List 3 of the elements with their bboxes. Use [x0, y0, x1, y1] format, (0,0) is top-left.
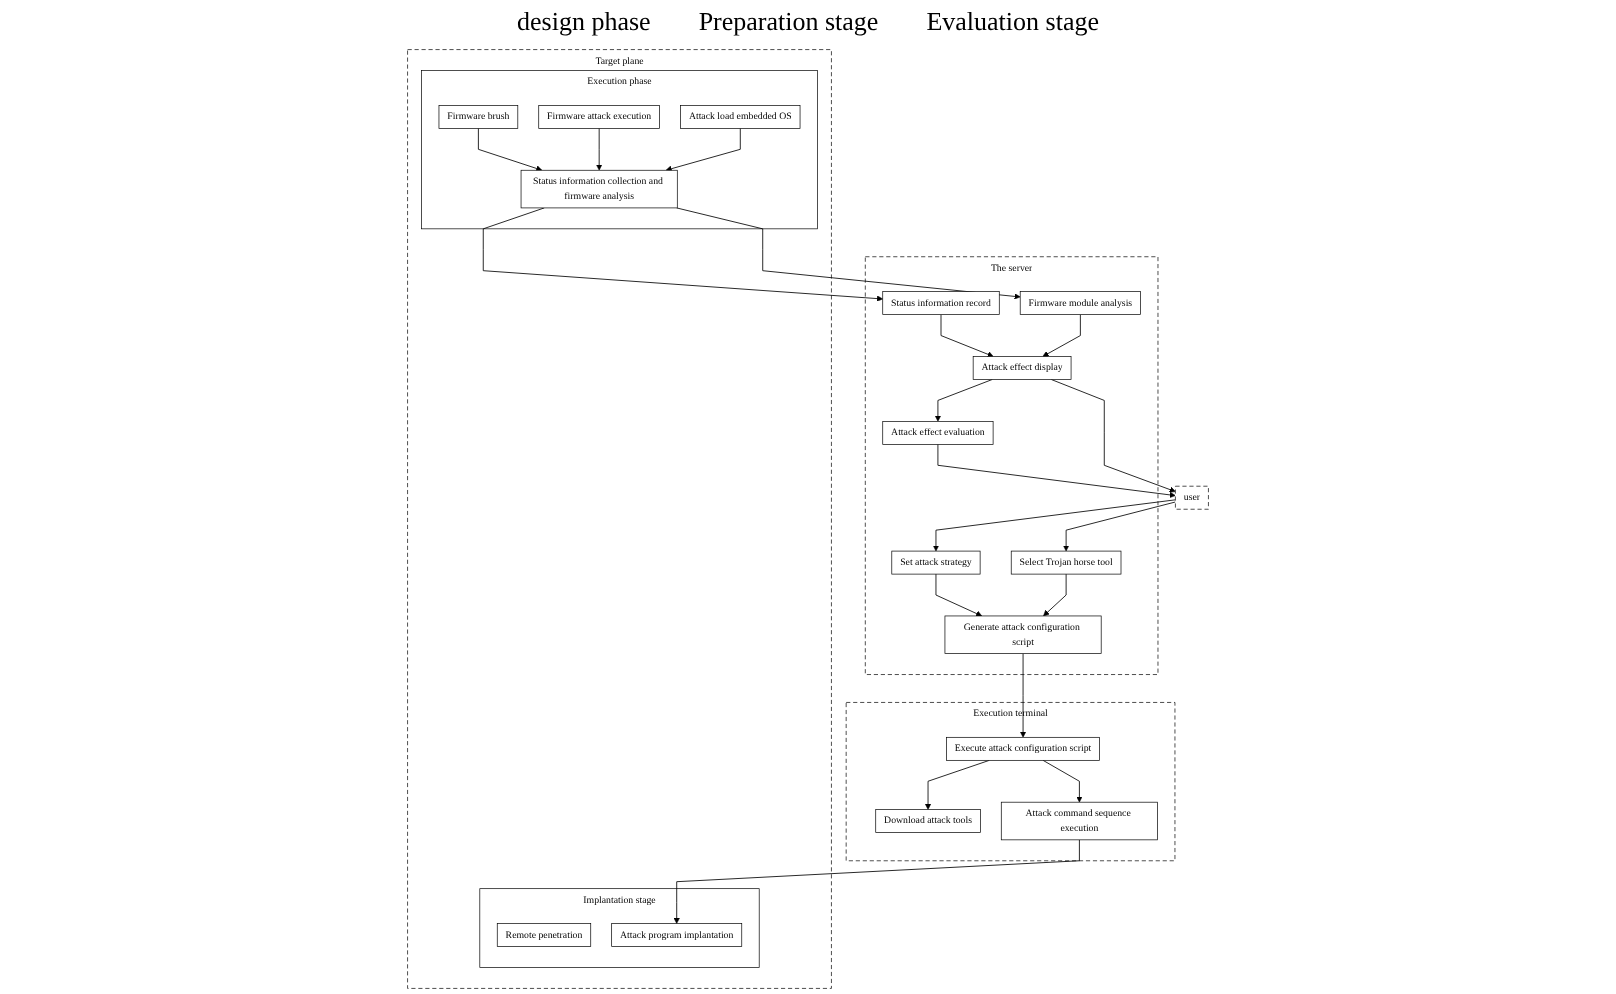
- stage-label: Evaluation stage: [926, 6, 1099, 38]
- stage-label: Preparation stage: [698, 6, 879, 38]
- stage-label: design phase: [517, 6, 651, 38]
